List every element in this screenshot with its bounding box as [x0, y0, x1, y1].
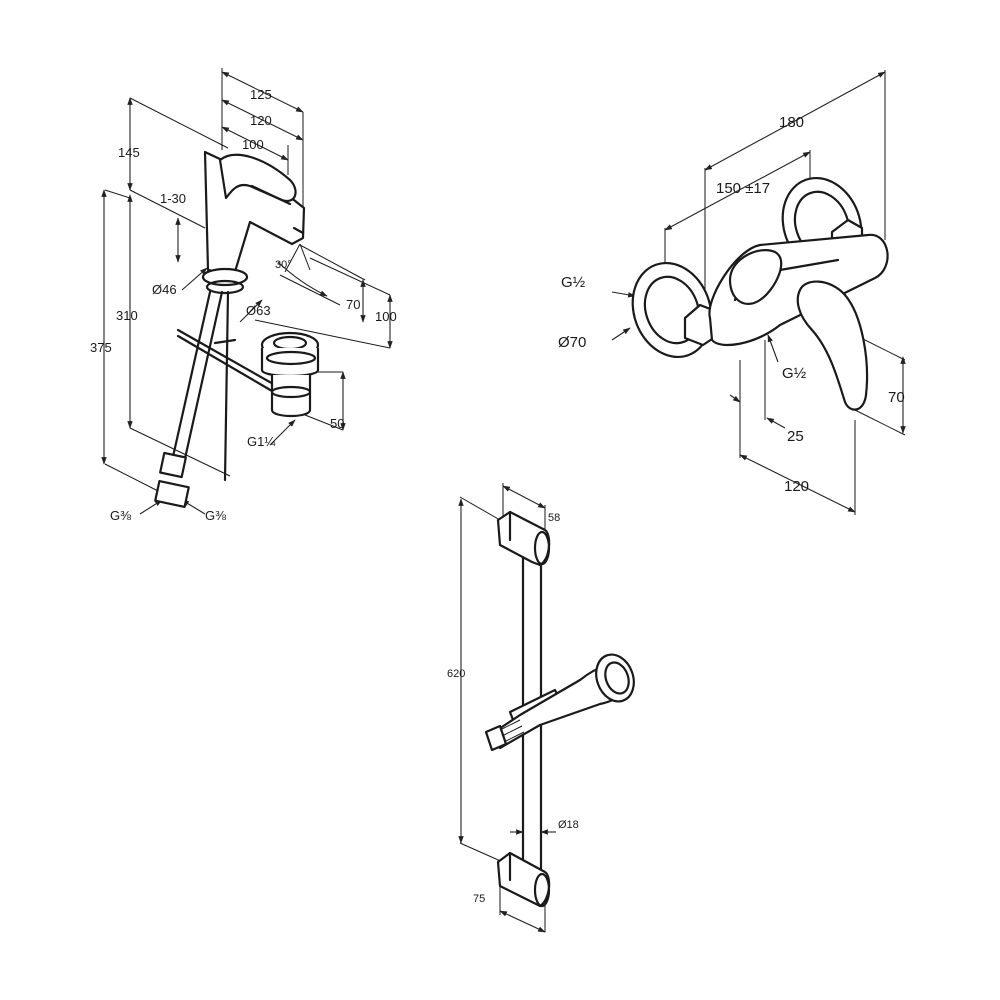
shower-rail-body: [484, 510, 635, 908]
label-width-120: 120: [784, 478, 809, 495]
label-thread-g114: G1¼: [247, 434, 275, 449]
label-diameter-70: Ø70: [558, 334, 586, 351]
label-height-375: 375: [90, 340, 112, 355]
label-height-100: 100: [375, 309, 397, 324]
rail-dimension-labels: 58 620 Ø18 75: [447, 512, 579, 905]
basin-supply-hoses: [154, 290, 277, 509]
label-thread-g38-left: G⅜: [110, 508, 131, 523]
shower-mixer-body: [631, 176, 889, 411]
label-height-70: 70: [346, 297, 360, 312]
basin-mixer-drawing: 125 120 100 145 1-30 30° Ø46 Ø63 70 100 …: [90, 68, 397, 523]
label-width-75: 75: [473, 893, 485, 905]
label-width-150-tolerance: 150 ±17: [716, 180, 770, 197]
shower-dimension-labels: 180 150 ±17 G½ Ø70 G½ 70 25 120: [558, 114, 905, 495]
shower-dimension-lines: [611, 71, 906, 513]
label-diameter-63: Ø63: [246, 303, 271, 318]
label-diameter-46: Ø46: [152, 282, 177, 297]
label-thread-g38-right: G⅜: [205, 508, 226, 523]
label-width-25: 25: [787, 428, 804, 445]
basin-dimension-labels: 125 120 100 145 1-30 30° Ø46 Ø63 70 100 …: [90, 87, 397, 523]
label-height-50: 50: [330, 416, 344, 431]
label-width-58: 58: [548, 512, 560, 524]
label-height-70: 70: [888, 389, 905, 406]
label-adjust-1-30: 1-30: [160, 191, 186, 206]
label-thread-g12-mid: G½: [782, 365, 807, 382]
label-width-100: 100: [242, 137, 264, 152]
label-width-125: 125: [250, 87, 272, 102]
label-thread-g12-left: G½: [561, 274, 586, 291]
label-height-620: 620: [447, 668, 465, 680]
shower-rail-drawing: 58 620 Ø18 75: [447, 483, 635, 933]
basin-extension-lines: [104, 68, 391, 493]
rail-dimension-lines: [458, 485, 556, 933]
label-angle-30: 30°: [275, 259, 292, 271]
label-diameter-18: Ø18: [558, 819, 579, 831]
shower-mixer-drawing: 180 150 ±17 G½ Ø70 G½ 70 25 120: [558, 70, 906, 515]
label-height-310: 310: [116, 308, 138, 323]
basin-mixer-body: [201, 150, 311, 295]
basin-popup-waste: [260, 331, 320, 418]
label-width-120: 120: [250, 113, 272, 128]
label-height-145: 145: [118, 145, 140, 160]
label-width-180: 180: [779, 114, 804, 131]
